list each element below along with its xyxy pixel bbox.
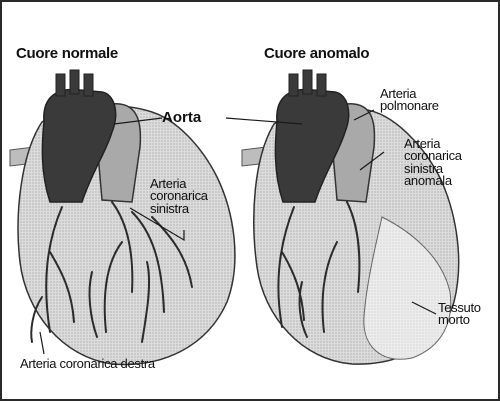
abnormal-heart [242,70,459,364]
abnormal-aorta-branch-1 [289,74,298,96]
normal-heart [10,70,235,364]
dead-tissue-label: Tessuto morto [438,302,481,327]
abnormal-aorta-branch-2 [303,70,312,94]
normal-aorta-branch-1 [56,74,65,96]
normal-aorta-branch-2 [70,70,79,94]
left-coronary-artery-label: Arteria coronarica sinistra [150,178,208,215]
normal-aorta-branch-3 [84,74,93,96]
right-coronary-artery-label: Arteria coronarica destra [20,358,155,370]
anomalous-left-coronary-artery-label: Arteria coronarica sinistra anomala [404,138,462,187]
aorta-label: Aorta [162,110,201,125]
abnormal-aorta-branch-3 [317,74,326,96]
normal-heart-title: Cuore normale [16,46,118,61]
right-coronary-leader [40,332,44,354]
pulmonary-artery-label: Arteria polmonare [380,88,439,113]
abnormal-heart-title: Cuore anomalo [264,46,369,61]
